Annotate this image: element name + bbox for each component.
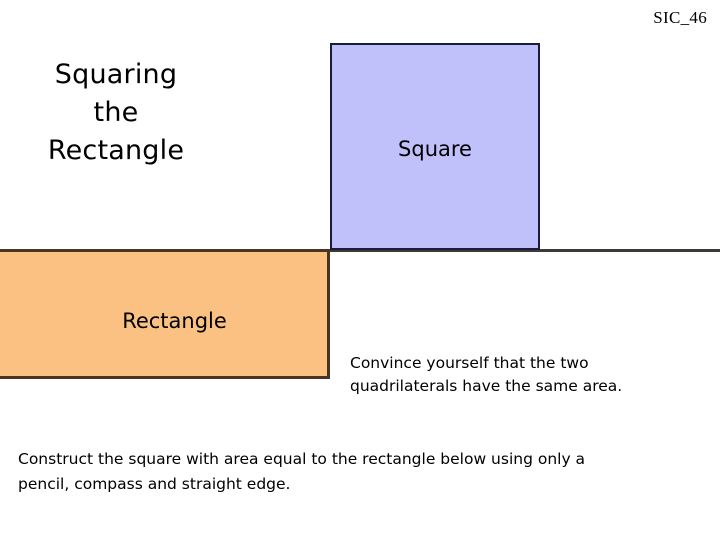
- page-title-line-1: Squaring: [54, 59, 178, 90]
- instruction-text: Construct the square with area equal to …: [18, 447, 708, 497]
- convince-caption: Convince yourself that the two quadrilat…: [350, 352, 690, 398]
- page-title: Squaring the Rectangle: [26, 56, 206, 170]
- page-title-line-2: the: [93, 97, 139, 128]
- rectangle-shape-label: Rectangle: [122, 309, 227, 333]
- instruction-text-line-1: Construct the square with area equal to …: [18, 450, 586, 468]
- convince-caption-line-2: quadrilaterals have the same area.: [350, 377, 623, 395]
- page-title-line-3: Rectangle: [47, 135, 185, 166]
- baseline-rule: [330, 249, 720, 252]
- instruction-text-line-2: pencil, compass and straight edge.: [18, 475, 291, 493]
- slide-code-header: SIC_46: [653, 8, 707, 27]
- convince-caption-line-1: Convince yourself that the two: [350, 354, 589, 372]
- rectangle-shape: Rectangle: [0, 249, 330, 379]
- square-shape: Square: [330, 43, 540, 250]
- square-shape-label: Square: [398, 137, 472, 161]
